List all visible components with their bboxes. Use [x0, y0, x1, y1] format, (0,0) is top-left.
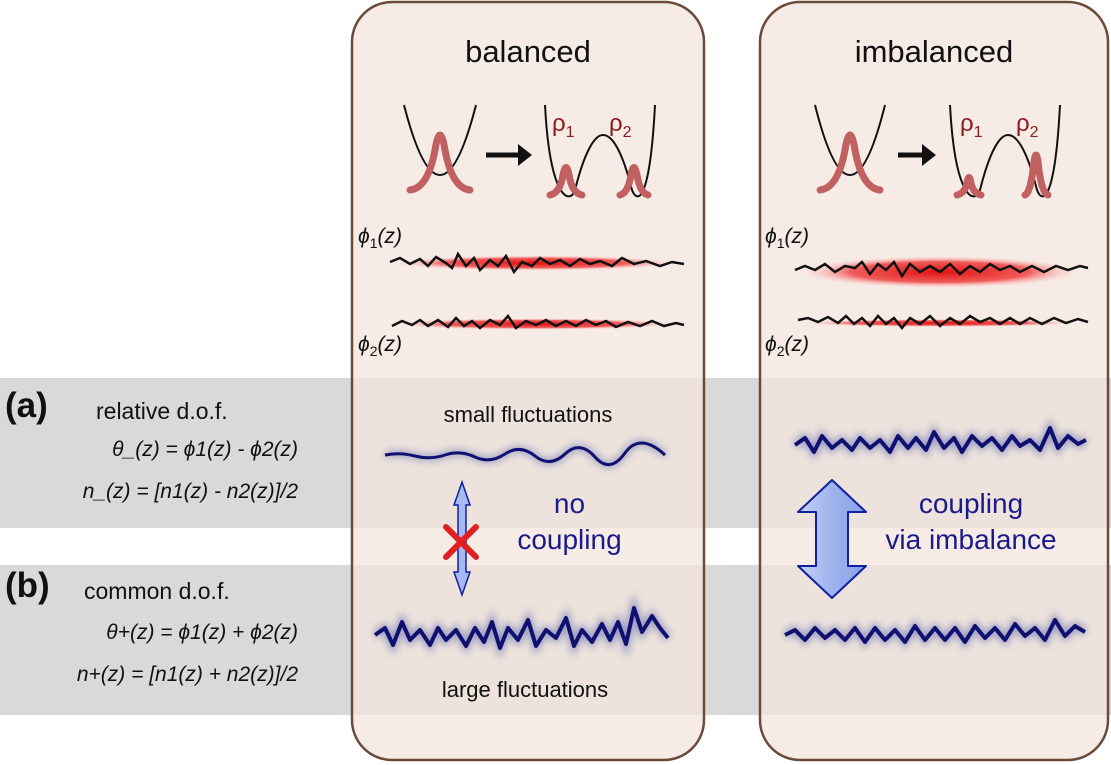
balanced-phase-1 — [389, 251, 685, 275]
imbalanced-double-well — [949, 104, 1061, 199]
no-coupling-label: no coupling — [517, 488, 622, 555]
row-b-formula-n: n+(z) = [n1(z) + n2(z)]/2 — [76, 663, 298, 686]
row-b-tag: (b) — [5, 566, 50, 605]
balanced-phi2-label: ϕ2(z) — [358, 333, 402, 360]
balanced-rho1-label: ρ1 — [552, 110, 575, 141]
imbalanced-thick-double-arrow — [797, 479, 867, 599]
row-b-title: common d.o.f. — [84, 578, 230, 604]
coupling-via-imbalance-label: coupling via imbalance — [885, 488, 1057, 555]
row-a-formula-theta: θ_(z) = ϕ1(z) - ϕ2(z) — [112, 438, 298, 461]
balanced-relative-wave — [384, 440, 668, 468]
balanced-single-well — [403, 104, 477, 194]
imbalanced-rho2-label: ρ2 — [1016, 110, 1039, 141]
balanced-double-well — [544, 104, 656, 199]
imbalanced-single-well — [814, 104, 886, 194]
row-a-formula-n: n_(z) = [n1(z) - n2(z)]/2 — [82, 480, 298, 503]
imbalanced-relative-wave — [792, 417, 1088, 461]
large-fluctuations-label: large fluctuations — [441, 677, 609, 702]
panel-balanced — [350, 0, 706, 762]
no-coupling-cross-icon — [443, 524, 479, 560]
imbalanced-rho1-label: ρ1 — [960, 110, 983, 141]
imbalanced-phase-1 — [794, 259, 1089, 279]
balanced-common-wave — [372, 593, 672, 661]
balanced-transition-arrow — [486, 144, 532, 166]
imbalanced-phi2-label: ϕ2(z) — [765, 333, 809, 360]
row-a-tag: (a) — [5, 386, 48, 425]
imbalanced-phi1-label: ϕ1(z) — [765, 225, 809, 252]
row-a-title: relative d.o.f. — [96, 398, 228, 424]
imbalanced-title: imbalanced — [854, 34, 1014, 69]
balanced-phi1-label: ϕ1(z) — [358, 225, 402, 252]
balanced-phase-2 — [391, 313, 685, 330]
row-b-formula-theta: θ+(z) = ϕ1(z) + ϕ2(z) — [106, 621, 298, 644]
imbalanced-transition-arrow — [898, 144, 936, 166]
balanced-rho2-label: ρ2 — [609, 110, 632, 141]
balanced-title: balanced — [465, 34, 591, 69]
imbalanced-common-wave — [783, 611, 1088, 650]
imbalanced-phase-2 — [797, 314, 1089, 331]
small-fluctuations-label: small fluctuations — [443, 402, 613, 427]
panel-imbalanced — [758, 0, 1110, 762]
